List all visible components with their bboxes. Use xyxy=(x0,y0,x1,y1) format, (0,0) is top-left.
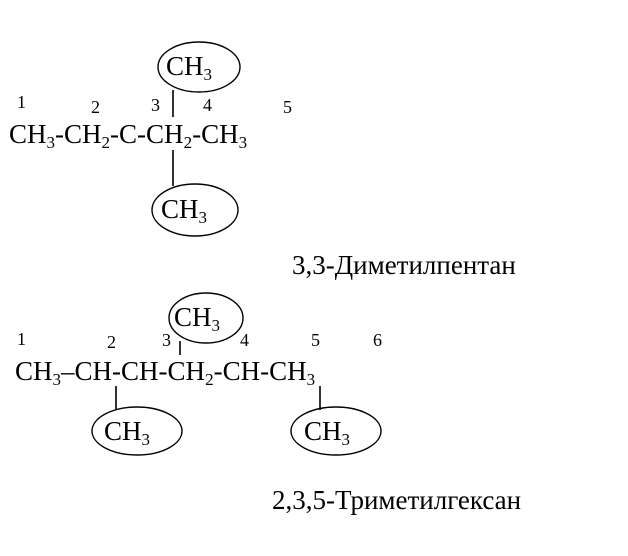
top-substituent-2: CH3 xyxy=(174,302,221,335)
carbon-number-1: 1 xyxy=(17,329,26,349)
chain-group-4: CH2- xyxy=(146,119,202,152)
carbon-number-2: 2 xyxy=(91,97,100,117)
chain-group-2: CH2- xyxy=(64,119,120,152)
chain-group-3: CH- xyxy=(121,356,168,386)
main-chain-formula-2: CH3–CH-CH-CH2-CH-CH3 xyxy=(15,356,316,389)
carbon-number-6: 6 xyxy=(373,330,382,350)
bottom-substituent-1: CH3 xyxy=(161,194,208,227)
ellipse-bottom-substituent-1 xyxy=(151,183,239,237)
carbon-number-5: 5 xyxy=(283,97,292,117)
chain-group-1: CH3- xyxy=(9,119,65,152)
compound-name-1: 3,3-Диметилпентан xyxy=(292,250,516,280)
top-substituent-1: CH3 xyxy=(166,51,213,84)
main-chain-formula-1: CH3-CH2-C-CH2-CH3 xyxy=(9,119,248,152)
carbon-number-3: 3 xyxy=(162,330,171,350)
ellipse-top-substituent-2 xyxy=(168,292,244,344)
carbon-number-2: 2 xyxy=(107,332,116,352)
bottom-right-substituent-2: CH3 xyxy=(304,416,351,449)
ellipse-bottom-left-substituent-2 xyxy=(91,406,183,456)
carbon-number-5: 5 xyxy=(311,330,320,350)
carbon-number-4: 4 xyxy=(240,330,249,350)
ellipse-top-substituent-1 xyxy=(157,41,241,93)
chain-group-5: CH3 xyxy=(201,119,248,152)
carbon-number-1: 1 xyxy=(17,92,26,112)
chain-group-2: CH- xyxy=(74,356,122,386)
chain-group-3: C- xyxy=(119,119,147,149)
compound-name-2: 2,3,5-Триметилгексан xyxy=(272,485,522,515)
chain-group-6: CH3 xyxy=(269,356,316,389)
chain-group-1: CH3– xyxy=(15,356,75,389)
carbon-number-3: 3 xyxy=(151,95,160,115)
ellipse-bottom-right-substituent-2 xyxy=(290,406,382,456)
chain-group-4: CH2- xyxy=(167,356,223,389)
bottom-left-substituent-2: CH3 xyxy=(104,416,151,449)
carbon-number-4: 4 xyxy=(203,95,212,115)
chain-group-5: CH- xyxy=(222,356,270,386)
